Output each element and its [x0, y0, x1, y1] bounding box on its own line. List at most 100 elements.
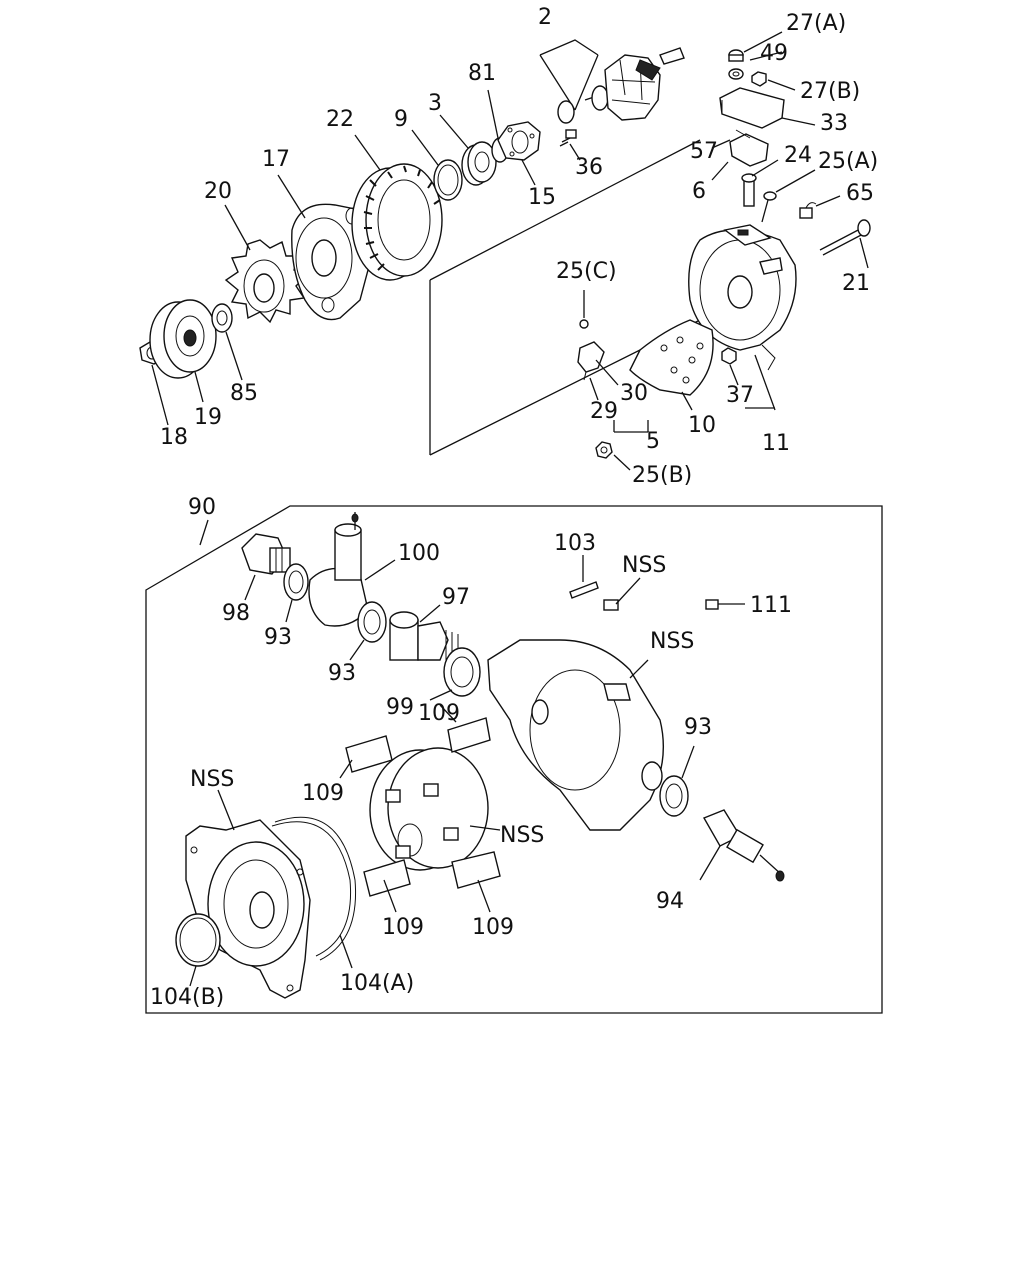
- part-24-bolt: [741, 159, 779, 207]
- part-37-nut: [721, 347, 739, 386]
- part-22-stator: [351, 134, 443, 281]
- part-9-ring: [411, 129, 463, 201]
- callout-10: 10: [688, 413, 716, 438]
- callout-3: 3: [428, 91, 442, 116]
- part-nss-cover: [185, 789, 311, 999]
- callout-nss-3: NSS: [190, 767, 234, 792]
- callout-57: 57: [690, 139, 718, 164]
- callout-33: 33: [820, 111, 848, 136]
- callout-17: 17: [262, 147, 290, 172]
- callout-109-a: 109: [418, 701, 460, 726]
- callout-nss-1: NSS: [622, 553, 666, 578]
- callout-104a: 104(A): [340, 971, 414, 996]
- callout-21: 21: [842, 271, 870, 296]
- callout-109-b: 109: [302, 781, 344, 806]
- part-10-rectifier: [629, 319, 714, 411]
- callout-9: 9: [394, 107, 408, 132]
- callout-nss-4: NSS: [500, 823, 544, 848]
- callout-6: 6: [692, 179, 706, 204]
- part-109-vane-c: [363, 859, 411, 913]
- part-93-washer-b: [349, 601, 387, 661]
- callout-25b: 25(B): [632, 463, 692, 488]
- part-85-spacer: [211, 303, 243, 381]
- part-25a-clip: [761, 169, 816, 223]
- part-49-washer: [728, 68, 744, 80]
- callout-100: 100: [398, 541, 440, 566]
- callout-85: 85: [230, 381, 258, 406]
- part-109-vane-d: [451, 851, 501, 913]
- part-65-connector: [799, 195, 841, 219]
- part-111-screw: [705, 599, 745, 610]
- part-25c-nut: [579, 290, 589, 329]
- upper-assembly: [139, 31, 871, 471]
- callout-94: 94: [656, 889, 684, 914]
- callout-30: 30: [620, 381, 648, 406]
- callout-27a: 27(A): [786, 11, 846, 36]
- callout-24: 24: [784, 143, 812, 168]
- callout-27b: 27(B): [800, 79, 860, 104]
- callout-2: 2: [538, 5, 552, 30]
- callout-nss-2: NSS: [650, 629, 694, 654]
- part-100-banjo: [308, 512, 396, 627]
- callout-103: 103: [554, 531, 596, 556]
- part-6-brush-holder: [711, 129, 769, 181]
- part-103-key: [569, 555, 599, 599]
- callout-20: 20: [204, 179, 232, 204]
- part-109-vane-b: [339, 735, 393, 779]
- part-104b-o-ring: [175, 913, 221, 987]
- callout-93-b: 93: [328, 661, 356, 686]
- part-nss-rotor: [369, 747, 501, 871]
- callout-5: 5: [646, 429, 660, 454]
- part-21-through-bolt: [819, 219, 871, 269]
- part-3-bearing: [439, 114, 497, 186]
- part-17-front-housing: [277, 174, 371, 321]
- callout-109-c: 109: [382, 915, 424, 940]
- part-104a-gasket: [271, 816, 357, 969]
- part-93-washer-c: [659, 745, 695, 817]
- part-11-rear-housing: [688, 224, 797, 371]
- part-27a-nut: [728, 31, 783, 62]
- callout-104b: 104(B): [150, 985, 224, 1010]
- part-19-pulley: [149, 299, 217, 403]
- callout-109-d: 109: [472, 915, 514, 940]
- part-93-washer-a: [283, 563, 309, 623]
- callout-29: 29: [590, 399, 618, 424]
- part-97-fitting: [389, 604, 459, 670]
- part-25b-nut: [595, 441, 631, 471]
- callout-98: 98: [222, 601, 250, 626]
- part-98-plug: [241, 533, 291, 601]
- callout-15: 15: [528, 185, 556, 210]
- callout-labels: 2 27(A) 49 27(B) 81 3 9 22 33 57 24 25(A…: [150, 5, 878, 1010]
- callout-25a: 25(A): [818, 149, 878, 174]
- part-94-valve: [699, 809, 785, 882]
- callout-111: 111: [750, 593, 792, 618]
- part-ring-2: [557, 100, 575, 124]
- callout-25c: 25(C): [556, 259, 617, 284]
- callout-36: 36: [575, 155, 603, 180]
- assembly-frame: [145, 505, 883, 1014]
- callout-37: 37: [726, 383, 754, 408]
- part-nss-pump-housing: [487, 639, 664, 831]
- callout-81: 81: [468, 61, 496, 86]
- callout-19: 19: [194, 405, 222, 430]
- callout-22: 22: [326, 107, 354, 132]
- part-33-regulator: [719, 87, 816, 129]
- part-5-terminal: [577, 341, 649, 433]
- callout-97: 97: [442, 585, 470, 610]
- callout-90: 90: [188, 495, 216, 520]
- part-27b-nut: [751, 71, 796, 91]
- callout-49: 49: [760, 41, 788, 66]
- part-109-vane-a: [439, 704, 491, 753]
- callout-11: 11: [762, 431, 790, 456]
- part-36-screw: [559, 129, 581, 161]
- part-nss-screw-a: [603, 577, 641, 611]
- part-99-washer: [429, 647, 481, 701]
- callout-18: 18: [160, 425, 188, 450]
- callout-93-a: 93: [264, 625, 292, 650]
- callout-65: 65: [846, 181, 874, 206]
- callout-99: 99: [386, 695, 414, 720]
- callout-93-c: 93: [684, 715, 712, 740]
- lower-assembly: [145, 505, 883, 1014]
- part-2-rotor: [584, 47, 685, 121]
